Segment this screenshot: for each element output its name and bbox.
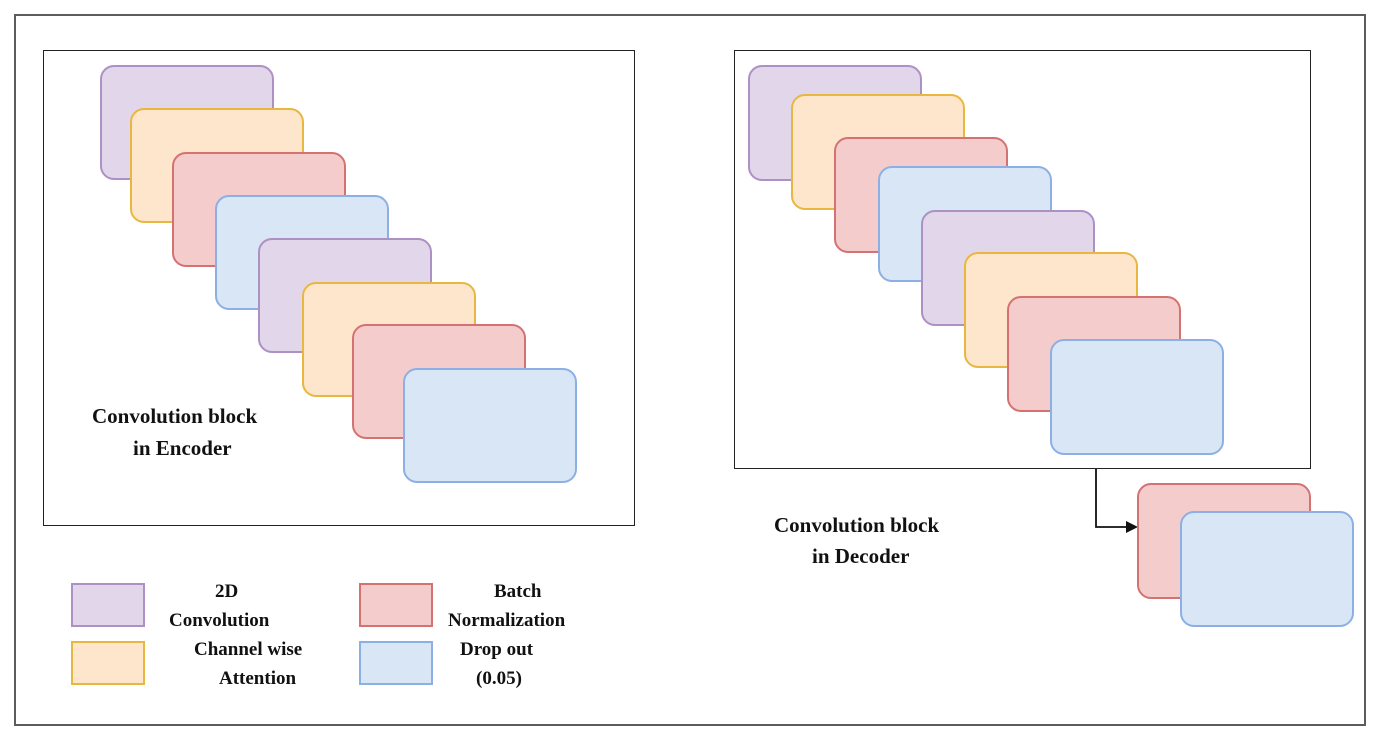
- legend-label-channel-wise-attention-line1: Channel wise: [194, 639, 303, 660]
- decoder-output-drop-out-block: [1180, 511, 1354, 627]
- legend-label-drop-out-line1: Drop out: [460, 639, 534, 660]
- legend-label-batch-normalization-line2: Normalization: [448, 610, 566, 631]
- legend-label-2d-convolution-line2: Convolution: [169, 610, 270, 631]
- figure-frame: [14, 14, 1366, 726]
- decoder-drop-out-block-2: [1050, 339, 1224, 455]
- legend-swatch-channel-wise-attention: [71, 641, 145, 685]
- legend-swatch-batch-normalization: [359, 583, 433, 627]
- encoder-label-line1: Convolution block: [92, 404, 258, 428]
- legend-label-batch-normalization-line1: Batch: [494, 581, 542, 602]
- encoder-drop-out-block-2: [403, 368, 577, 483]
- legend-swatch-2d-convolution: [71, 583, 145, 627]
- legend-swatch-drop-out: [359, 641, 433, 685]
- encoder-label-line2: in Encoder: [133, 436, 232, 460]
- decoder-label-line1: Convolution block: [774, 513, 940, 537]
- decoder-label-line2: in Decoder: [812, 544, 910, 568]
- legend-label-drop-out-line2: (0.05): [476, 668, 522, 689]
- legend-label-channel-wise-attention-line2: Attention: [219, 668, 297, 689]
- legend-label-2d-convolution-line1: 2D: [215, 581, 239, 602]
